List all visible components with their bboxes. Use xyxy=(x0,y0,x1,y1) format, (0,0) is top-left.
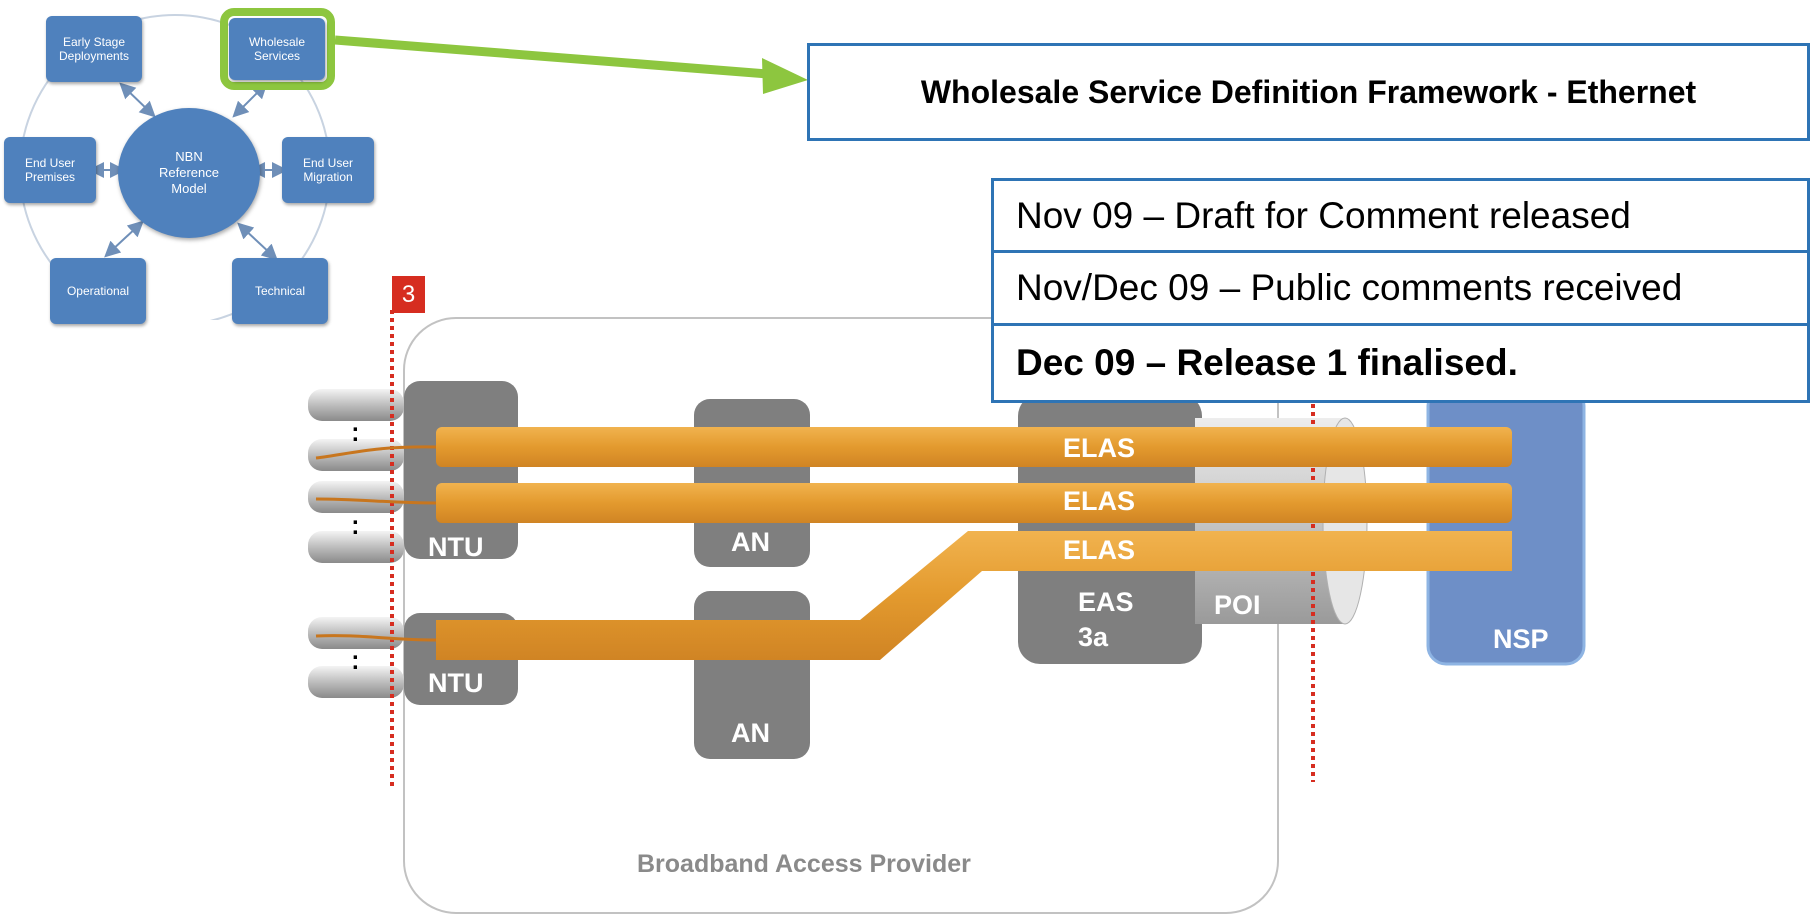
ellipsis-dots: .. xyxy=(352,638,359,675)
timeline-item: Dec 09 – Release 1 finalised. xyxy=(1016,342,1518,383)
framework-title: Wholesale Service Definition Framework -… xyxy=(920,74,1697,110)
elas-tube xyxy=(436,483,1512,523)
provider-label: Broadband Access Provider xyxy=(637,850,971,878)
node-operational[interactable]: Operational xyxy=(50,258,146,324)
elas-tube xyxy=(436,427,1512,467)
node-nbn-reference-model[interactable]: NBN Reference Model xyxy=(118,108,260,238)
node-early-stage-deployments[interactable]: Early Stage Deployments xyxy=(46,16,142,82)
poi-label: POI xyxy=(1214,590,1261,620)
timeline-item: Nov/Dec 09 – Public comments received xyxy=(994,253,1807,326)
reference-point-marker: 3 xyxy=(392,276,425,313)
node-end-user-premises[interactable]: End User Premises xyxy=(4,137,96,203)
timeline-box: Nov 09 – Draft for Comment released Nov/… xyxy=(991,178,1810,403)
node-wholesale-services[interactable]: Wholesale Services xyxy=(229,18,325,80)
cable-stub xyxy=(308,389,404,421)
copper-wire xyxy=(315,634,437,642)
eas-label: EAS xyxy=(1078,587,1134,617)
node-end-user-migration[interactable]: End User Migration xyxy=(282,137,374,203)
ellipsis-dots: .. xyxy=(352,410,359,447)
nsp-label: NSP xyxy=(1493,624,1549,654)
framework-title-box: Wholesale Service Definition Framework -… xyxy=(807,43,1810,141)
cable-stub xyxy=(308,666,404,698)
an-label: AN xyxy=(731,718,770,748)
copper-wire xyxy=(315,445,437,460)
cable-stub xyxy=(308,617,404,649)
eas-sublabel: 3a xyxy=(1078,622,1109,652)
elas-label: ELAS xyxy=(1063,486,1136,516)
cable-stub xyxy=(308,439,404,471)
ntu-label: NTU xyxy=(428,668,484,698)
elas-tube xyxy=(436,531,1512,660)
elas-label: ELAS xyxy=(1063,433,1136,463)
cable-stub xyxy=(308,481,404,513)
cable-stub xyxy=(308,531,404,563)
an-label: AN xyxy=(731,527,770,557)
ntu-label: NTU xyxy=(428,532,484,562)
node-technical[interactable]: Technical xyxy=(232,258,328,324)
copper-wire xyxy=(315,497,437,505)
elas-label: ELAS xyxy=(1063,535,1136,565)
pointer-arrow xyxy=(334,35,808,94)
timeline-item: Nov 09 – Draft for Comment released xyxy=(994,181,1807,253)
wholesale-highlight xyxy=(220,8,335,90)
ellipsis-dots: .. xyxy=(352,503,359,540)
